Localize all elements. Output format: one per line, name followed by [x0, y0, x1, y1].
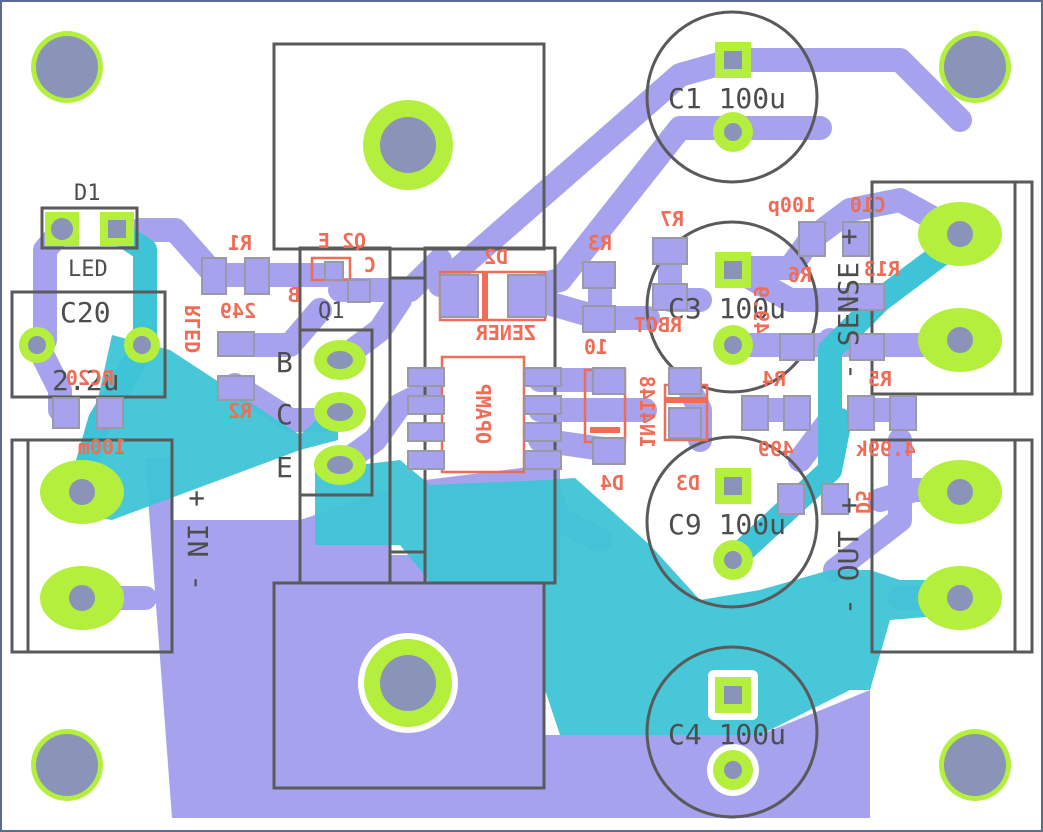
- q1-corner-c: C: [364, 253, 376, 277]
- r7-value: RBOT: [634, 313, 682, 337]
- silkscreen: [10, 10, 1034, 819]
- u1-value: OPAMP: [471, 384, 495, 444]
- c4-label: C4 100u: [668, 718, 786, 751]
- d2-ref: D2: [484, 245, 508, 269]
- q1-corner-e: Q2 E: [318, 229, 366, 253]
- c1-label: C1 100u: [668, 82, 786, 115]
- r6-ref: R6: [788, 263, 812, 287]
- r5-ref: R5: [868, 367, 892, 391]
- c9-label: C9 100u: [668, 508, 786, 541]
- d2-value: ZENER: [475, 321, 536, 345]
- ground-pour-right: [640, 690, 870, 818]
- c20-value: 2.2u: [52, 364, 119, 397]
- r4-ref: R4: [762, 367, 786, 391]
- c3-label: C3 100u: [668, 292, 786, 325]
- r3-value: 10: [584, 335, 608, 359]
- r4-value: 499: [758, 437, 794, 461]
- c20-ref: C20: [60, 296, 111, 329]
- r2-ref: R2: [228, 399, 252, 423]
- r6-value: 49.9: [749, 286, 773, 334]
- c10-ref: C10: [850, 193, 886, 217]
- sense-connector-label: - SENSE +: [832, 228, 865, 380]
- back-silk-text: R1 249 Q2 E C B RLED R2 RC20 100m D2 ZEN…: [66, 193, 916, 514]
- r13-ref: R13: [864, 257, 900, 281]
- r5-value: 4.99k: [856, 437, 916, 461]
- d3-value: 1N4148: [635, 376, 659, 448]
- r1-value: 249: [220, 299, 256, 323]
- q1-pin-b: B: [276, 346, 293, 379]
- r7-ref: R7: [660, 207, 684, 231]
- r1-ref: R1: [228, 231, 252, 255]
- out-connector-label: - OUT +: [832, 497, 865, 615]
- r2-value: RLED: [181, 305, 205, 353]
- r3-ref: R3: [588, 231, 612, 255]
- d5-ref: D5: [851, 490, 875, 514]
- th-pads: [19, 31, 1011, 801]
- in-connector-label: + IN -: [181, 490, 214, 591]
- d1-value: LED: [68, 257, 108, 282]
- rc20-value: 100m: [78, 435, 126, 459]
- rc20-ref: RC20: [66, 366, 114, 390]
- smd-pads: [52, 221, 917, 515]
- q1-pin-e: E: [276, 451, 293, 484]
- d1-ref: D1: [74, 181, 101, 206]
- front-silk-text: D1 LED C20 2.2u Q1 B C E C1 100u C3 100u…: [52, 82, 865, 751]
- d4-ref: D4: [600, 471, 624, 495]
- d3-ref: D3: [676, 471, 700, 495]
- q1-corner-b: B: [288, 283, 300, 307]
- c10-value: 100p: [768, 193, 816, 217]
- q1-pin-c: C: [276, 398, 293, 431]
- q1-ref: Q1: [318, 299, 345, 324]
